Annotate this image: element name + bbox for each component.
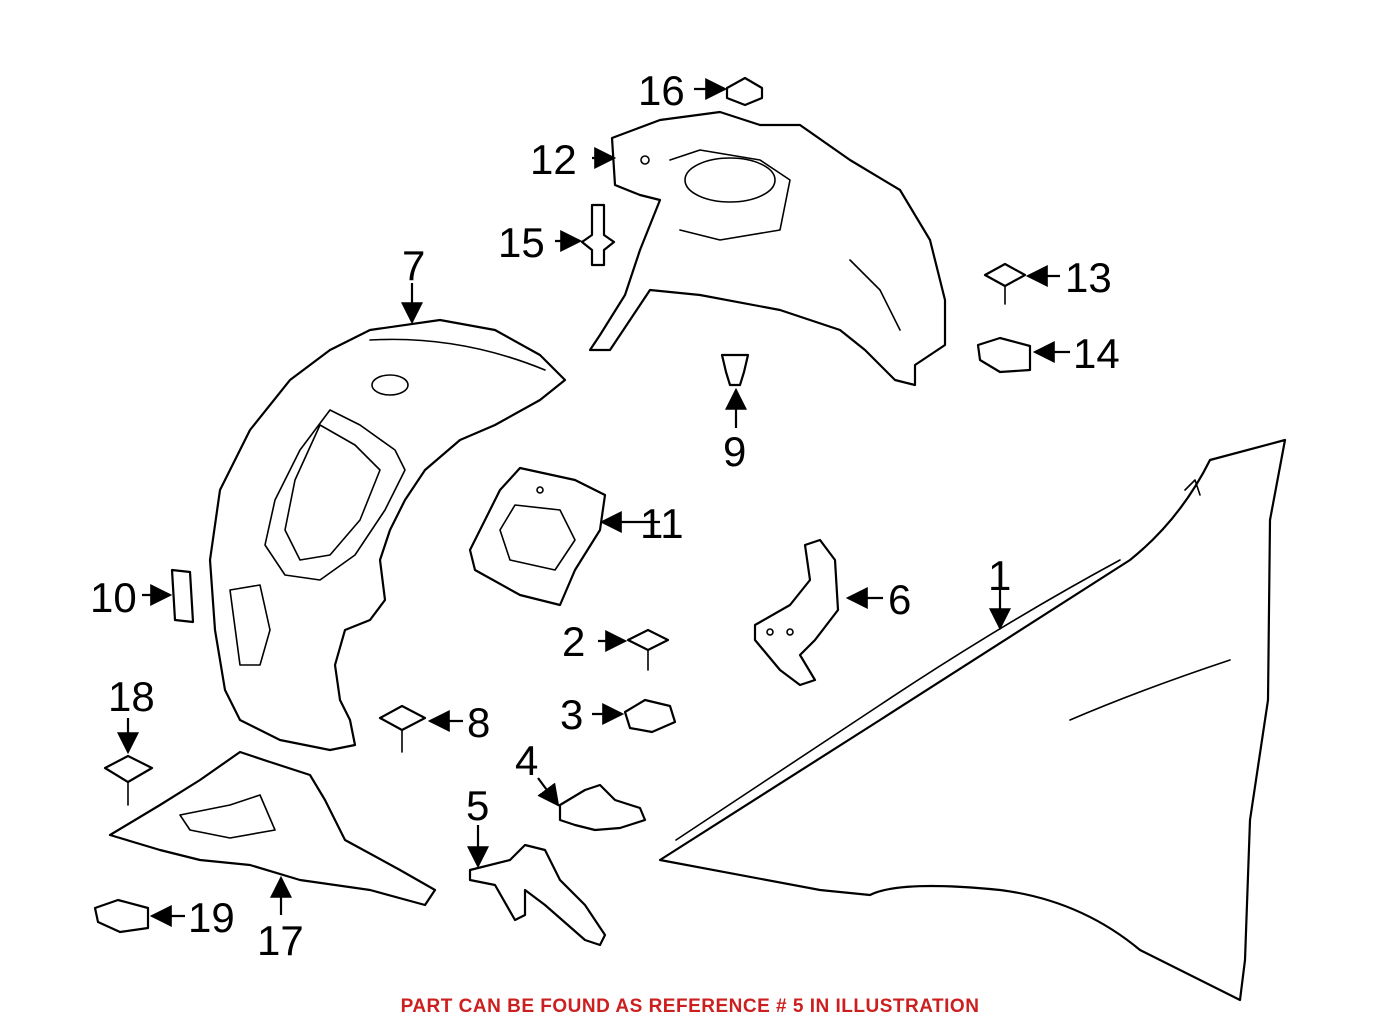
callout-label-10: 10: [90, 574, 137, 621]
clip-part-4: [558, 783, 647, 832]
callout-label-18: 18: [108, 673, 155, 720]
reference-caption: PART CAN BE FOUND AS REFERENCE # 5 IN IL…: [400, 996, 980, 1017]
callout-label-2: 2: [562, 618, 585, 665]
bracket-part-6: [753, 538, 840, 687]
bolt-part-2: [626, 628, 670, 671]
callout-label-6: 6: [888, 576, 911, 623]
callout-label-14: 14: [1073, 330, 1120, 377]
callout-arrows: [117, 78, 1070, 927]
callout-label-5: 5: [466, 782, 489, 829]
callout-label-15: 15: [498, 219, 545, 266]
screw-part-8: [378, 704, 427, 753]
screw-part-15: [580, 203, 616, 267]
screw-part-18: [103, 754, 154, 806]
callout-label-4: 4: [515, 737, 538, 784]
clip-part-3: [623, 698, 677, 734]
callout-label-16: 16: [638, 67, 685, 114]
wheel-arch-liner-part-7: [208, 318, 567, 752]
fender-part-1: [658, 438, 1287, 1002]
callout-label-9: 9: [723, 428, 746, 475]
callout-label-8: 8: [467, 699, 490, 746]
callout-label-19: 19: [188, 894, 235, 941]
callout-label-12: 12: [530, 136, 577, 183]
callout-label-13: 13: [1065, 254, 1112, 301]
upper-liner-part-12: [588, 110, 947, 387]
callout-label-17: 17: [257, 917, 304, 964]
bracket-panel-part-11: [468, 466, 607, 607]
callout-label-7: 7: [402, 242, 425, 289]
screw-part-13: [983, 262, 1027, 305]
callout-label-1: 1: [988, 552, 1011, 599]
callout-label-11: 11: [640, 500, 684, 547]
lower-shield-part-17: [108, 750, 437, 907]
nut-part-16: [725, 76, 764, 107]
bracket-part-5: [468, 843, 607, 947]
clip-part-14: [976, 336, 1032, 374]
rivet-part-9: [720, 353, 750, 387]
clip-part-10: [170, 568, 195, 624]
callout-label-3: 3: [560, 691, 583, 738]
clip-part-19: [93, 898, 150, 934]
